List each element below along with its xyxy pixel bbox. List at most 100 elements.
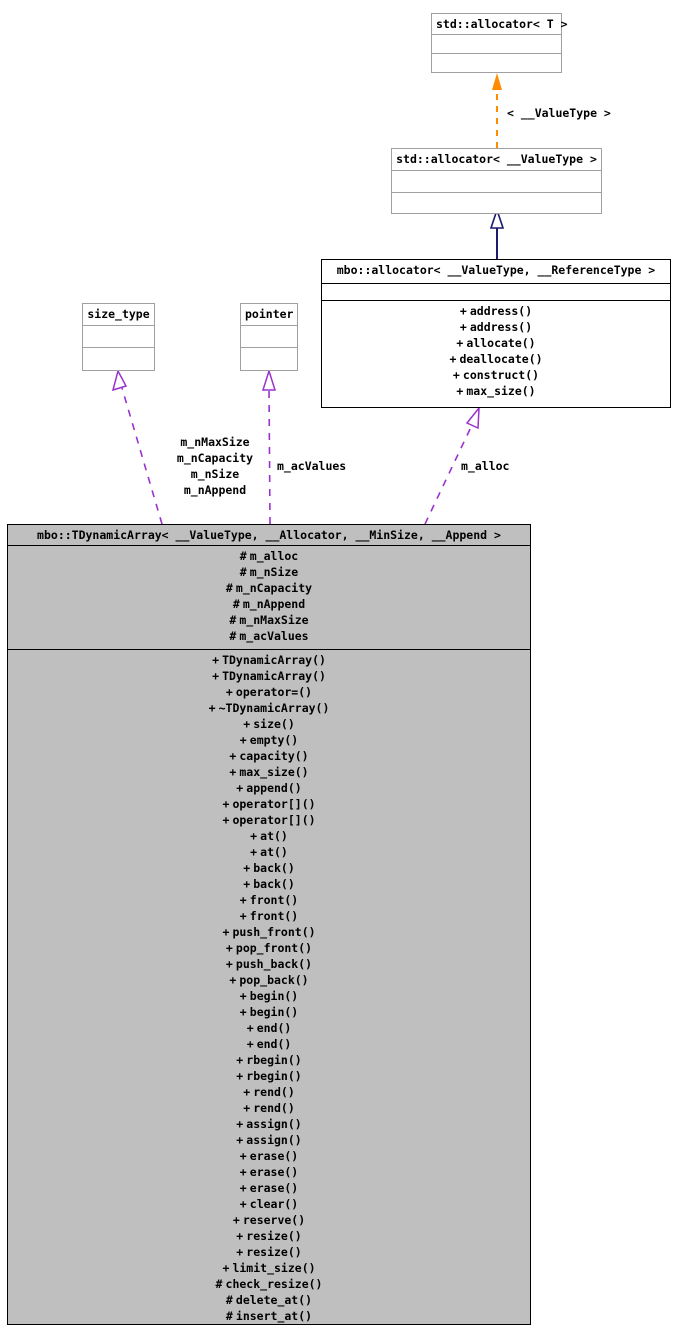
- member-item: +assign(): [8, 1116, 530, 1132]
- member-name: rend(): [253, 1085, 295, 1099]
- visibility-marker: +: [239, 893, 247, 907]
- member-name: end(): [256, 1037, 292, 1051]
- visibility-marker: +: [239, 1149, 247, 1163]
- class-title-size-type: size_type: [83, 304, 154, 326]
- member-name: max_size(): [466, 384, 536, 398]
- visibility-marker: +: [246, 1037, 254, 1051]
- member-item: +operator[](): [8, 812, 530, 828]
- visibility-marker: +: [459, 320, 467, 334]
- member-name: insert_at(): [235, 1309, 313, 1323]
- visibility-marker: +: [212, 653, 219, 667]
- operation-list: +address()+address()+allocate()+dealloca…: [322, 301, 670, 401]
- operations-compartment: [241, 348, 297, 370]
- visibility-marker: +: [239, 989, 247, 1003]
- member-item: #m_nSize: [8, 564, 530, 580]
- operation-list: +TDynamicArray()+TDynamicArray()+operato…: [8, 650, 530, 1326]
- member-name: pop_back(): [239, 973, 309, 987]
- visibility-marker: +: [243, 861, 251, 875]
- operations-compartment: [392, 193, 601, 213]
- class-box-mbo-allocator[interactable]: mbo::allocator< __ValueType, __Reference…: [321, 259, 671, 408]
- visibility-marker: +: [459, 304, 467, 318]
- operations-compartment: +address()+address()+allocate()+dealloca…: [322, 301, 670, 407]
- visibility-marker: +: [229, 765, 237, 779]
- member-name: operator[](): [232, 813, 316, 827]
- member-item: +resize(): [8, 1244, 530, 1260]
- member-item: #m_acValues: [8, 628, 530, 644]
- visibility-marker: +: [239, 733, 247, 747]
- visibility-marker: #: [239, 549, 247, 563]
- class-box-size-type[interactable]: size_type: [82, 303, 155, 371]
- member-name: erase(): [249, 1149, 299, 1163]
- member-item: +limit_size(): [8, 1260, 530, 1276]
- member-item: +at(): [8, 828, 530, 844]
- class-box-std-allocator-t[interactable]: std::allocator< T >: [431, 13, 568, 73]
- visibility-marker: +: [243, 717, 251, 731]
- attributes-compartment: [432, 35, 561, 54]
- visibility-marker: +: [246, 1021, 254, 1035]
- member-name: address(): [469, 304, 533, 318]
- member-item: +begin(): [8, 1004, 530, 1020]
- member-item: +capacity(): [8, 748, 530, 764]
- member-name: m_nAppend: [242, 597, 306, 611]
- member-name: TDynamicArray(): [222, 669, 326, 683]
- member-item: +erase(): [8, 1148, 530, 1164]
- class-box-tdynamicarray[interactable]: mbo::TDynamicArray< __ValueType, __Alloc…: [7, 524, 531, 1325]
- member-item: #insert_at(): [8, 1308, 530, 1324]
- attributes-compartment: #m_alloc#m_nSize#m_nCapacity#m_nAppend#m…: [8, 546, 530, 650]
- visibility-marker: +: [236, 1245, 244, 1259]
- member-name: push_front(): [232, 925, 316, 939]
- member-item: +rend(): [8, 1100, 530, 1116]
- member-name: allocate(): [466, 336, 536, 350]
- member-item: +TDynamicArray(): [8, 668, 530, 684]
- member-item: #m_nMaxSize: [8, 612, 530, 628]
- member-name: m_alloc: [249, 549, 299, 563]
- attributes-compartment: [392, 171, 601, 193]
- member-name: TDynamicArray(): [222, 653, 326, 667]
- edge-label-pointer-usage: m_acValues: [277, 459, 347, 473]
- visibility-marker: +: [225, 957, 233, 971]
- member-item: +at(): [8, 844, 530, 860]
- visibility-marker: +: [232, 1213, 240, 1227]
- visibility-marker: +: [225, 685, 233, 699]
- visibility-marker: +: [222, 1261, 230, 1275]
- member-name: at(): [260, 845, 288, 859]
- template-binding-edge: [492, 73, 502, 148]
- member-item: #m_nCapacity: [8, 580, 530, 596]
- member-name: deallocate(): [459, 352, 543, 366]
- class-title-tdynamicarray: mbo::TDynamicArray< __ValueType, __Alloc…: [8, 525, 530, 546]
- member-name: ~TDynamicArray(): [218, 701, 330, 715]
- member-item: +front(): [8, 892, 530, 908]
- class-box-pointer[interactable]: pointer: [240, 303, 298, 371]
- visibility-marker: +: [236, 1133, 244, 1147]
- visibility-marker: #: [232, 597, 240, 611]
- member-item: +TDynamicArray(): [8, 652, 530, 668]
- member-name: address(): [469, 320, 533, 334]
- member-item: +allocate(): [322, 335, 670, 351]
- member-item: +address(): [322, 319, 670, 335]
- member-name: construct(): [462, 368, 540, 382]
- visibility-marker: +: [222, 797, 230, 811]
- member-name: rbegin(): [246, 1053, 302, 1067]
- member-item: +clear(): [8, 1196, 530, 1212]
- visibility-marker: +: [222, 813, 230, 827]
- member-name: delete_at(): [235, 1293, 313, 1307]
- member-item: +address(): [322, 303, 670, 319]
- member-name: empty(): [249, 733, 299, 747]
- member-name: append(): [246, 781, 302, 795]
- member-item: +rbegin(): [8, 1052, 530, 1068]
- visibility-marker: +: [236, 1229, 244, 1243]
- member-name: back(): [253, 877, 295, 891]
- visibility-marker: +: [243, 1085, 251, 1099]
- visibility-marker: #: [215, 1277, 223, 1291]
- visibility-marker: +: [212, 669, 219, 683]
- member-name: m_acValues: [239, 629, 309, 643]
- member-item: +rend(): [8, 1084, 530, 1100]
- member-name: operator=(): [235, 685, 313, 699]
- visibility-marker: +: [239, 1181, 247, 1195]
- visibility-marker: #: [229, 613, 237, 627]
- visibility-marker: #: [225, 1293, 233, 1307]
- class-box-std-allocator-valuetype[interactable]: std::allocator< __ValueType >: [391, 148, 602, 214]
- member-name: clear(): [249, 1197, 299, 1211]
